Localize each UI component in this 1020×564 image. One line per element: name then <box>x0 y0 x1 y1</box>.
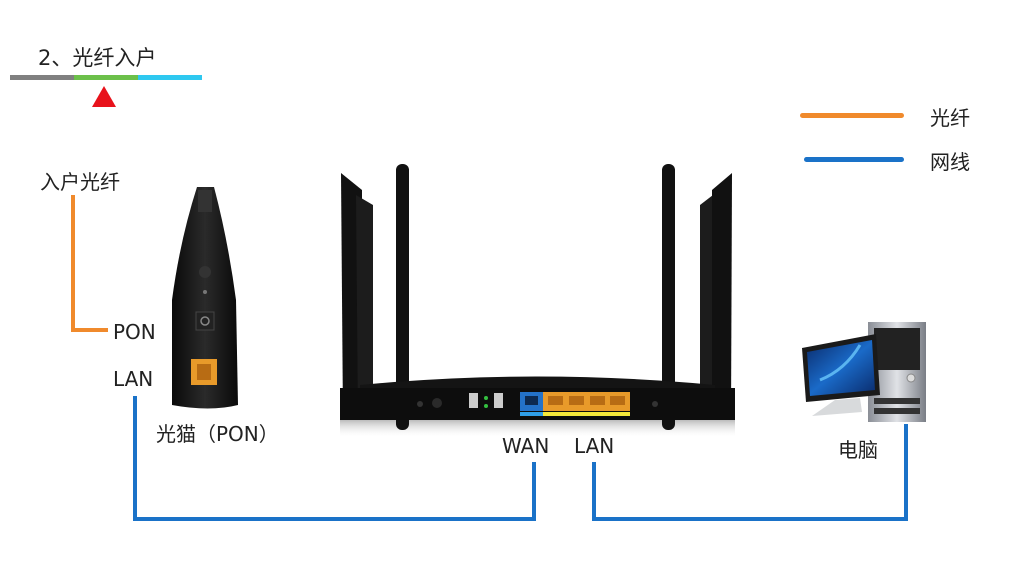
cable-lan-to-computer <box>592 424 908 521</box>
router-usb-port-2 <box>494 393 503 408</box>
legend-cable-swatch <box>804 157 904 162</box>
router-lan-label: LAN <box>574 434 615 458</box>
router-lan-ports <box>543 392 630 411</box>
legend-fiber-label: 光纤 <box>930 106 970 130</box>
fiber-in-label: 入户光纤 <box>40 170 120 194</box>
cable-modem-to-wan <box>133 396 536 521</box>
router-usb-port-1 <box>469 393 478 408</box>
legend-fiber-swatch <box>800 113 904 118</box>
computer-label: 电脑 <box>838 438 878 462</box>
step-title: 2、光纤入户 <box>38 46 157 70</box>
progress-segment-3 <box>138 75 202 80</box>
router-wan-label: WAN <box>502 434 550 458</box>
fiber-line <box>71 195 108 332</box>
progress-segment-2 <box>74 75 138 80</box>
progress-segment-1 <box>10 75 74 80</box>
modem-pon-port <box>200 316 210 326</box>
legend-cable-label: 网线 <box>930 150 970 174</box>
modem-power-button <box>199 266 211 278</box>
pon-port-label: PON <box>113 320 156 344</box>
current-step-indicator-icon <box>92 86 116 107</box>
modem-label: 光猫（PON） <box>156 422 279 446</box>
modem-lan-port-label: LAN <box>113 367 154 391</box>
legend: 光纤 网线 <box>800 100 1000 180</box>
